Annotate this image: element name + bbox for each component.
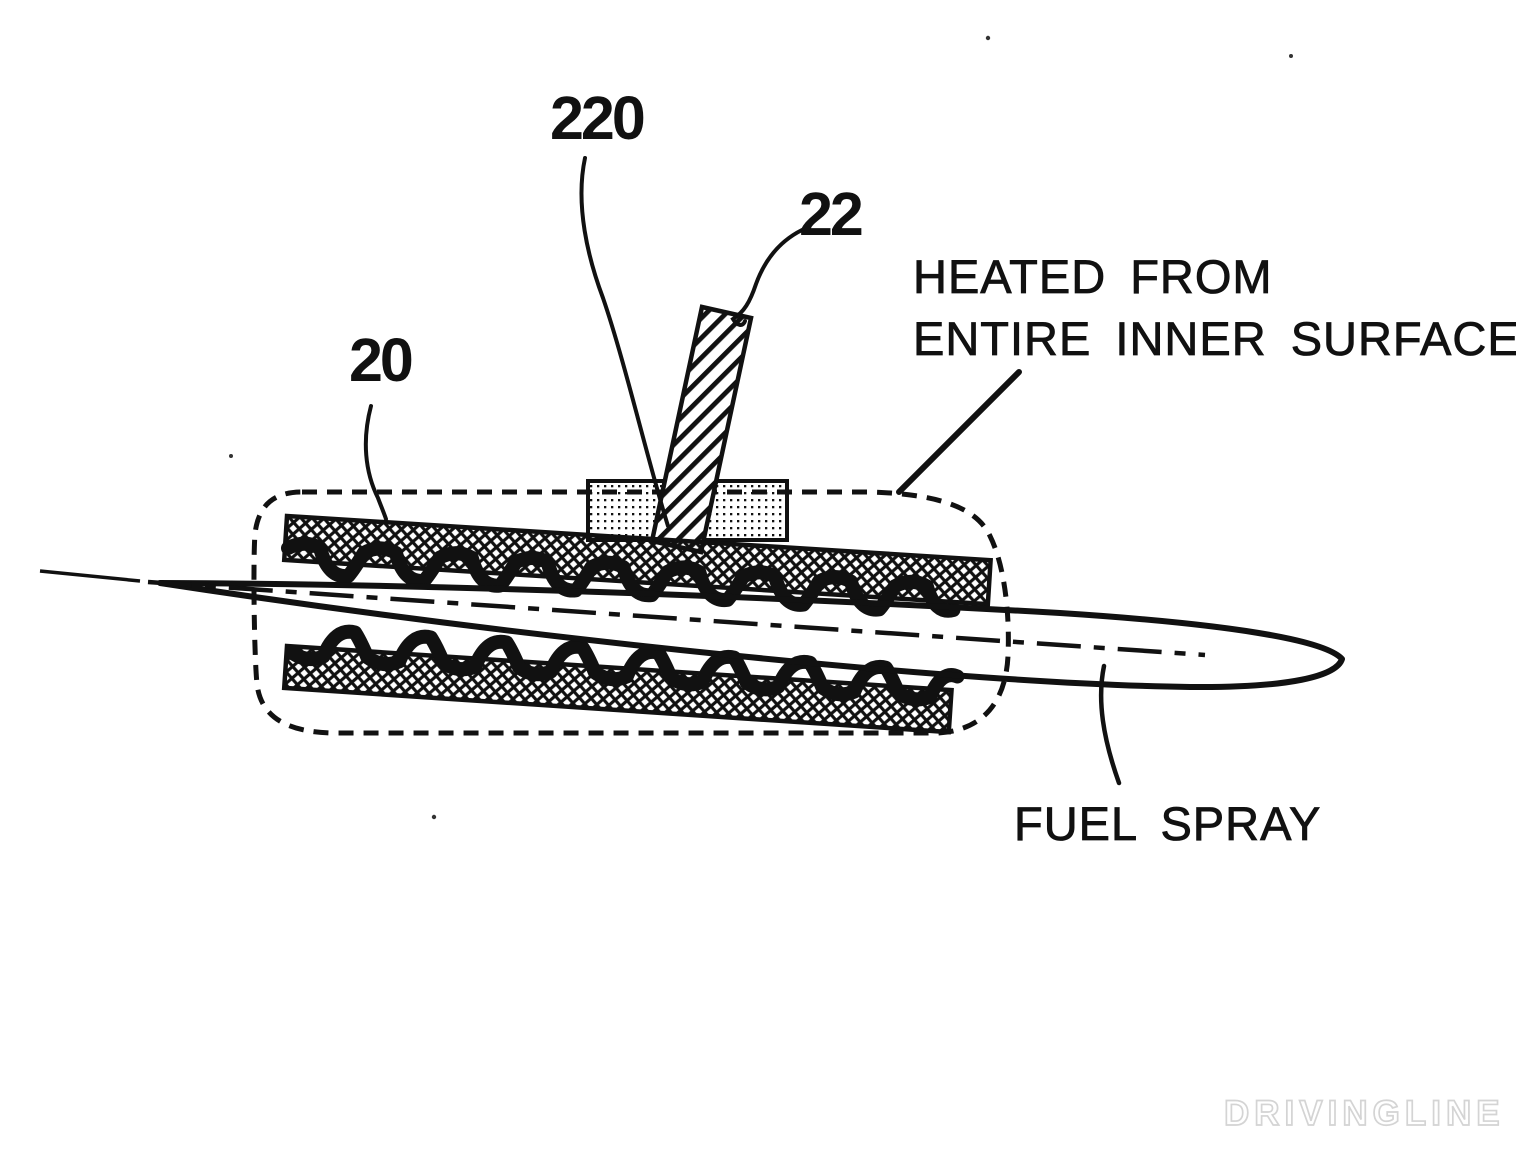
- drivingline-watermark: DRIVINGLINE: [1223, 1093, 1505, 1134]
- fuel-spray-outline: [157, 580, 1345, 691]
- leader-line-20: [363, 404, 388, 521]
- spray-centerline: [147, 579, 1206, 658]
- scan-speck: [985, 35, 991, 41]
- heated-annotation: HEATED FROM ENTIRE INNER SURFACE: [913, 246, 1516, 370]
- ref-label-20: 20: [349, 326, 414, 394]
- ref-label-22: 22: [799, 180, 864, 248]
- scan-speck: [431, 814, 437, 820]
- fuel-film-wave-bottom: [284, 624, 965, 707]
- scan-speck: [229, 454, 233, 458]
- heated-annotation-line2: ENTIRE INNER SURFACE: [913, 312, 1516, 366]
- bottom-wall-group: [281, 624, 965, 735]
- leader-line-220: [579, 156, 670, 528]
- scan-speck: [1289, 54, 1293, 58]
- leader-line-22: [730, 228, 804, 327]
- ref-label-220: 220: [550, 84, 646, 152]
- leader-line-heated: [896, 369, 1022, 495]
- top-wall-group: [280, 513, 993, 618]
- heated-annotation-line1: HEATED FROM: [913, 250, 1273, 304]
- axis-needle-line: [39, 569, 141, 583]
- leader-line-fuel-spray: [1098, 663, 1122, 786]
- fuel-spray-annotation: FUEL SPRAY: [1014, 797, 1322, 851]
- fuel-film-wave-top: [280, 536, 961, 618]
